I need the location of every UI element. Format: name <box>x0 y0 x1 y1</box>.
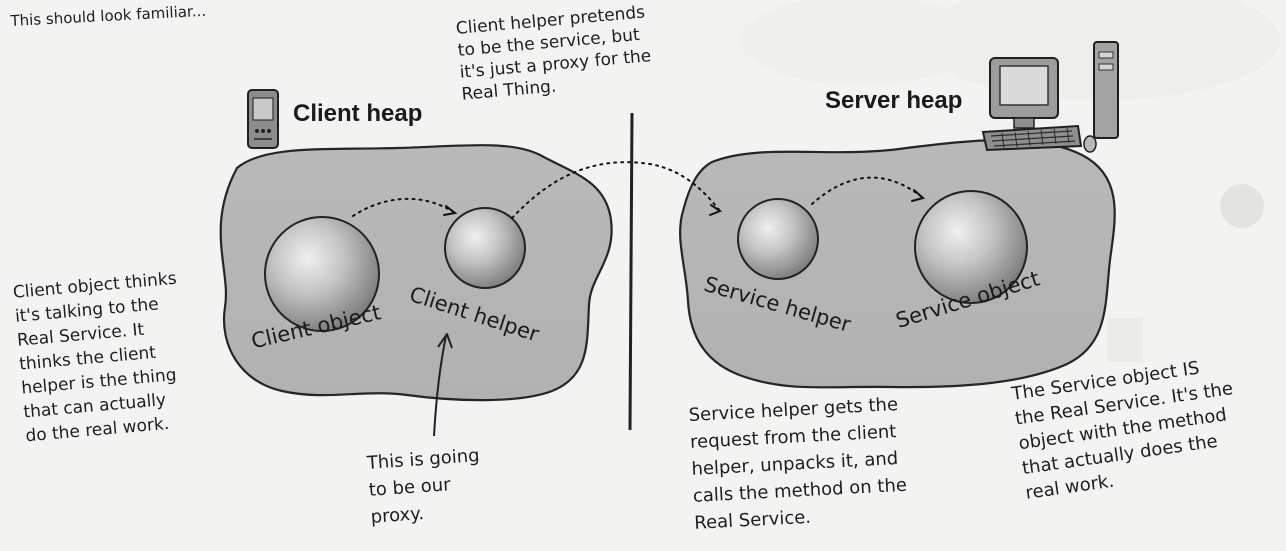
service-helper-sphere <box>737 198 819 280</box>
server-heap-title: Server heap <box>825 87 963 114</box>
handheld-device-icon <box>247 89 279 149</box>
client-helper-pretends-note: Client helper pretends to be the service… <box>455 2 652 105</box>
client-object-explanation: Client object thinks it's talking to the… <box>12 268 178 447</box>
client-heap-blob <box>219 144 613 402</box>
service-object-sphere <box>914 190 1028 304</box>
client-heap-title: Client heap <box>293 100 423 127</box>
client-object-sphere <box>264 216 380 332</box>
arrowhead-service-helper <box>709 204 723 216</box>
arrowhead-client-helper <box>443 205 458 216</box>
heap-divider <box>628 112 634 431</box>
service-helper-explanation: Service helper gets the request from the… <box>688 394 908 534</box>
arrowhead-service-object <box>911 189 926 202</box>
client-helper-sphere <box>444 207 526 289</box>
proxy-arrow-head <box>437 333 453 349</box>
call-service-helper-to-object <box>811 176 924 205</box>
proxy-note: This is going to be our proxy. <box>366 445 481 528</box>
call-client-to-helper <box>352 197 456 217</box>
call-helper-to-server <box>511 161 721 219</box>
proxy-arrow <box>433 335 447 437</box>
desktop-computer-icon <box>981 41 1119 153</box>
